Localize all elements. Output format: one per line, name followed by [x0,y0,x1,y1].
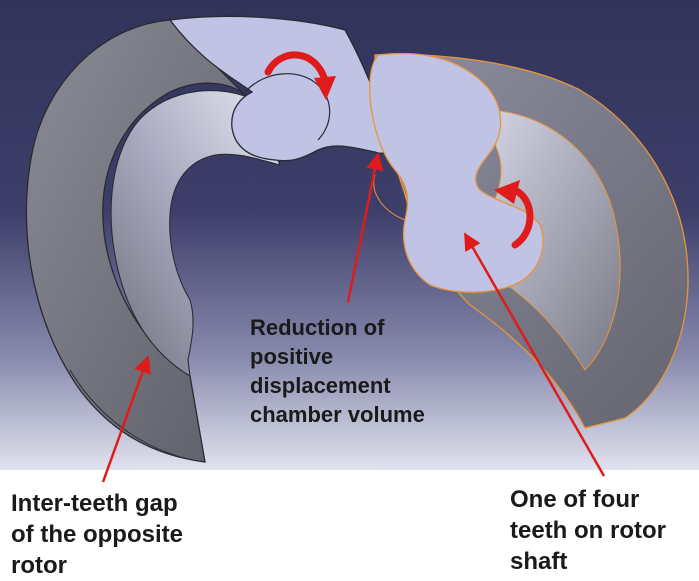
label-line: One of four [510,484,666,515]
label-line: rotor [11,550,183,581]
label-rotor-tooth: One of four teeth on rotor shaft [510,484,666,577]
label-line: shaft [510,546,666,577]
label-inter-teeth-gap: Inter-teeth gap of the opposite rotor [11,488,183,581]
label-line: displacement [250,371,425,400]
label-line: Inter-teeth gap [11,488,183,519]
label-line: Reduction of [250,313,425,342]
label-line: positive [250,342,425,371]
label-line: chamber volume [250,400,425,429]
label-line: of the opposite [11,519,183,550]
label-line: teeth on rotor [510,515,666,546]
label-chamber-volume: Reduction of positive displacement chamb… [250,313,425,429]
